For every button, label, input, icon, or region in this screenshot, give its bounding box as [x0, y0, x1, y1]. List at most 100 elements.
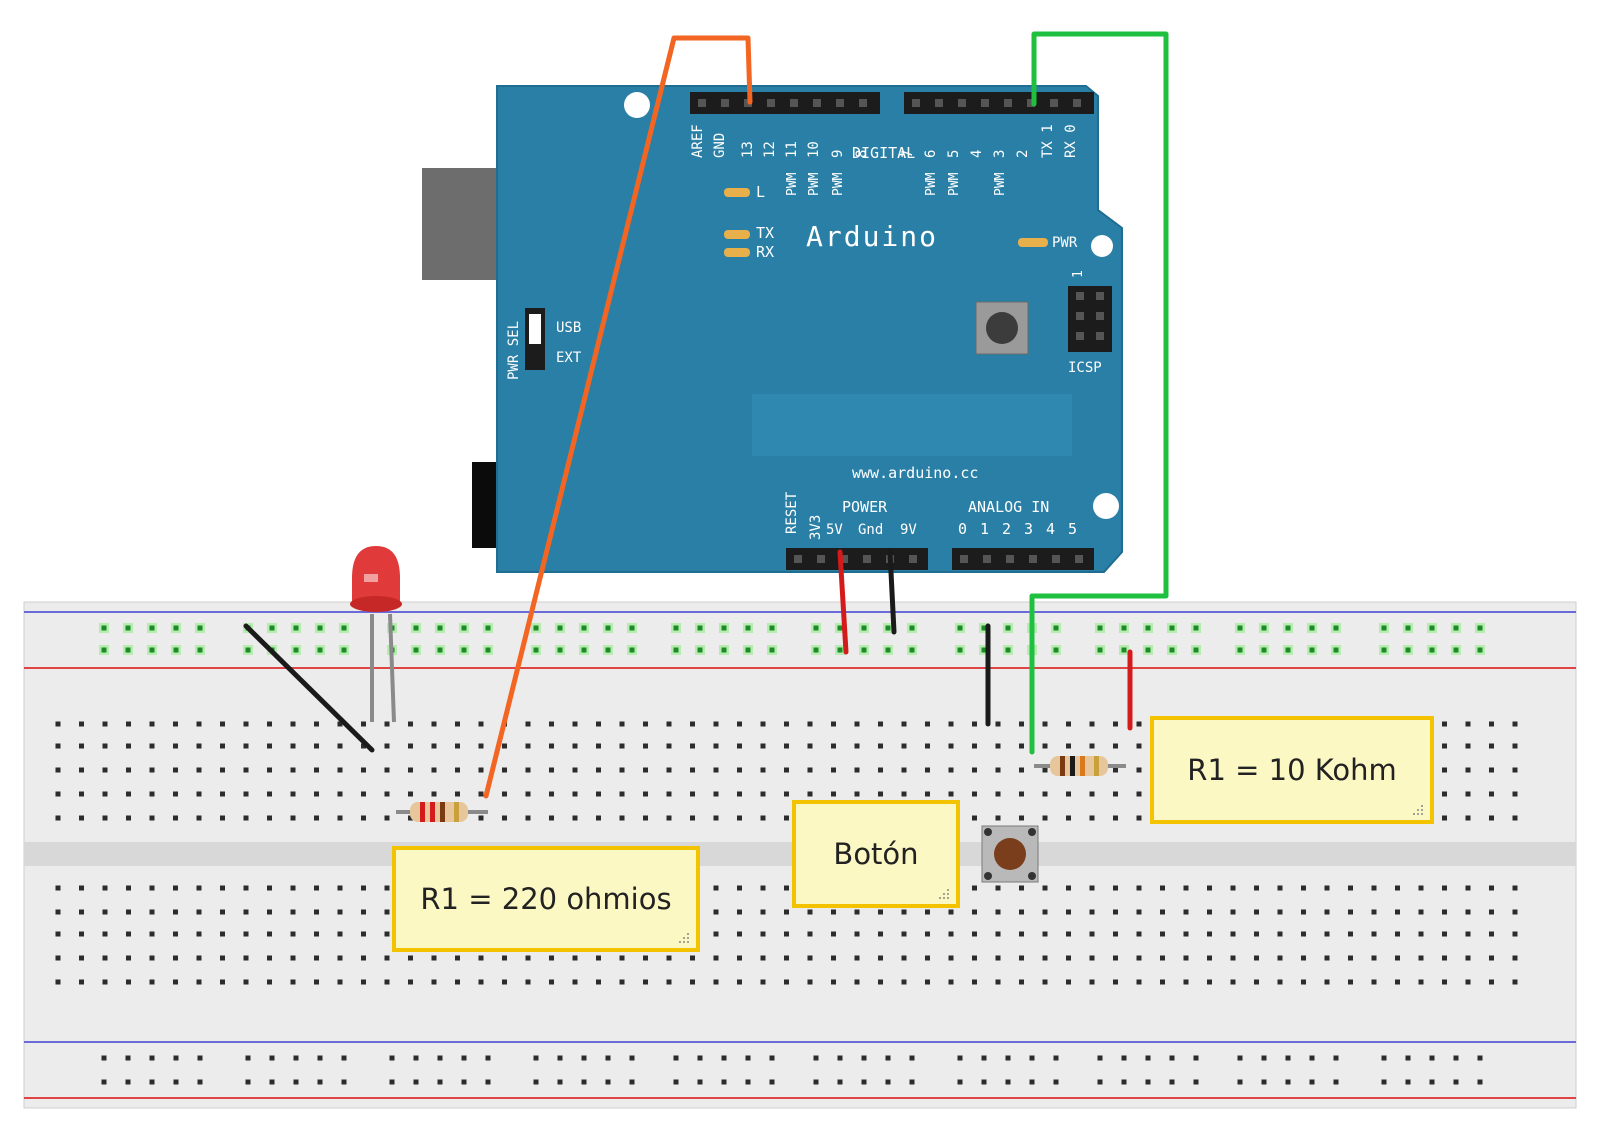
breadboard-hole: [737, 885, 742, 891]
header-pin: [836, 99, 844, 107]
header-pins: [698, 99, 1083, 563]
wire-black-gnd: [243, 623, 375, 753]
rail-hole: [769, 1055, 775, 1061]
breadboard-hole: [737, 955, 742, 961]
breadboard-hole: [1442, 743, 1447, 749]
rail-hole: [629, 647, 635, 653]
breadboard-hole: [643, 721, 648, 727]
breadboard-hole: [1160, 931, 1165, 937]
breadboard-hole: [243, 931, 249, 937]
rail-hole: [1145, 625, 1151, 631]
breadboard-hole: [126, 743, 131, 749]
breadboard-hole: [1418, 979, 1424, 985]
analog-pin-label: 2: [1002, 520, 1011, 538]
breadboard-hole: [807, 931, 813, 937]
note-button: Botón: [792, 800, 960, 908]
rail-hole: [101, 647, 107, 653]
breadboard-hole: [995, 979, 1001, 985]
breadboard-hole: [995, 815, 1001, 821]
breadboard-hole: [1465, 767, 1471, 773]
breadboard-hole: [220, 815, 225, 821]
breadboard-hole: [666, 979, 672, 985]
breadboard-hole: [619, 815, 625, 821]
breadboard-hole: [1019, 791, 1024, 797]
breadboard-hole: [995, 743, 1001, 749]
breadboard-hole: [55, 767, 61, 773]
breadboard-hole: [102, 815, 108, 821]
breadboard-hole: [196, 767, 202, 773]
breadboard-hole: [55, 791, 61, 797]
rail-hole: [197, 625, 203, 631]
breadboard-hole: [948, 979, 954, 985]
breadboard-hole: [619, 979, 625, 985]
breadboard-hole: [1442, 721, 1447, 727]
breadboard-hole: [455, 955, 460, 961]
digital-pin-label: 2: [1015, 150, 1031, 158]
breadboard-hole: [525, 721, 531, 727]
breadboard-hole: [901, 931, 907, 937]
breadboard-hole: [737, 767, 742, 773]
rail-hole: [293, 647, 299, 653]
breadboard-hole: [1136, 955, 1142, 961]
breadboard-hole: [431, 955, 437, 961]
breadboard-hole: [1395, 931, 1400, 937]
digital-pin-label: 9: [830, 150, 846, 158]
rail-hole: [813, 625, 819, 631]
breadboard-hole: [1348, 955, 1353, 961]
breadboard-hole: [1512, 791, 1518, 797]
breadboard-hole: [102, 721, 108, 727]
breadboard-hole: [243, 979, 249, 985]
breadboard-hole: [173, 979, 178, 985]
breadboard-hole: [314, 909, 319, 915]
breadboard-hole: [995, 909, 1001, 915]
breadboard-hole: [972, 721, 977, 727]
breadboard-hole: [760, 979, 766, 985]
breadboard-hole: [995, 955, 1001, 961]
rail-hole: [1121, 625, 1127, 631]
rail-hole: [1453, 625, 1459, 631]
breadboard-hole: [361, 743, 366, 749]
rail-hole: [341, 1055, 347, 1061]
breadboard-hole: [149, 885, 155, 891]
breadboard-hole: [1113, 815, 1118, 821]
rail-hole: [125, 1055, 131, 1061]
rail-hole: [557, 625, 563, 631]
breadboard-hole: [1019, 885, 1024, 891]
breadboard-hole: [173, 815, 178, 821]
analog-pin-label: 4: [1046, 520, 1055, 538]
header-pin: [935, 99, 943, 107]
power-pin-label-5v: 5V: [826, 522, 843, 538]
breadboard-hole: [1089, 721, 1095, 727]
header-pin: [983, 555, 991, 563]
rail-hole: [485, 625, 491, 631]
breadboard-hole: [1019, 767, 1024, 773]
breadboard-hole: [431, 721, 437, 727]
breadboard-hole: [1442, 767, 1447, 773]
rail-hole: [605, 1079, 611, 1085]
breadboard-hole: [196, 815, 202, 821]
rail-hole: [1005, 625, 1011, 631]
breadboard-hole: [1301, 955, 1306, 961]
rail-hole: [745, 1079, 751, 1085]
breadboard-hole: [1489, 909, 1494, 915]
breadboard-hole: [337, 909, 343, 915]
breadboard-hole: [384, 721, 390, 727]
breadboard-hole: [478, 767, 484, 773]
header-pin: [1050, 99, 1058, 107]
rail-hole: [125, 647, 131, 653]
wire-green: [1029, 31, 1169, 755]
rail-hole: [1405, 1055, 1411, 1061]
breadboard-hole: [760, 931, 766, 937]
breadboard-hole: [1089, 743, 1095, 749]
breadboard-hole: [1136, 885, 1142, 891]
breadboard-hole: [1113, 885, 1118, 891]
rail-hole: [697, 625, 703, 631]
breadboard-hole: [243, 909, 249, 915]
breadboard-hole: [549, 767, 554, 773]
analog-pin-label: 3: [1024, 520, 1033, 538]
breadboard-hole: [807, 767, 813, 773]
breadboard-hole: [361, 885, 366, 891]
breadboard-hole: [126, 885, 131, 891]
rail-hole: [745, 1055, 751, 1061]
